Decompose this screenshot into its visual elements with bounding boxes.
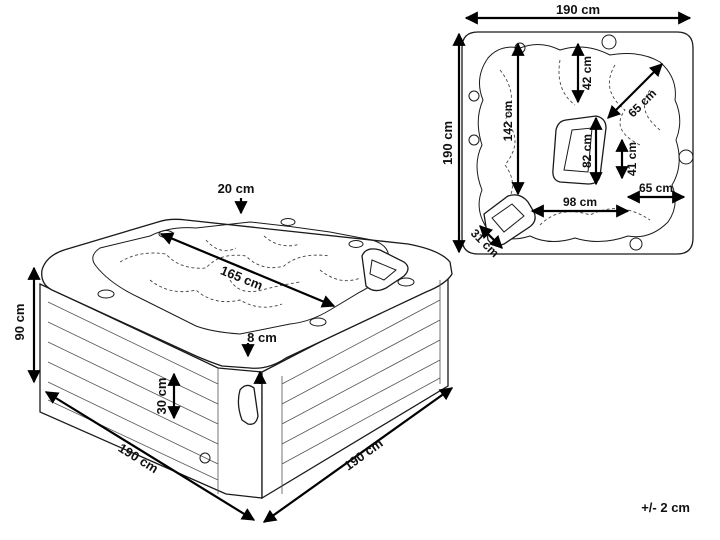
iso-cupholder-3	[280, 218, 296, 226]
top-view: 190 cm 190 cm 142 cm 42 cm 65 cm 82 cm 4…	[440, 2, 694, 260]
iso-pillow	[361, 248, 409, 292]
iso-corner-control	[237, 384, 259, 425]
top-view-cupholder-5	[468, 134, 480, 146]
label-top-diag: 142 cm	[501, 101, 515, 142]
label-top-step-w: 65 cm	[639, 181, 673, 195]
label-iso-height: 90 cm	[12, 304, 27, 341]
label-top-step-h: 41 cm	[625, 142, 639, 176]
label-top-seat: 42 cm	[580, 56, 594, 90]
tolerance-note: +/- 2 cm	[641, 500, 690, 515]
top-view-basin	[476, 44, 681, 242]
iso-cupholder-5	[348, 240, 364, 248]
iso-cupholder-6	[397, 277, 415, 287]
label-iso-rim: 8 cm	[247, 330, 277, 345]
label-iso-inner: 30 cm	[154, 378, 169, 415]
top-view-cupholder-1	[601, 34, 617, 50]
dim-iso-length-arrow	[159, 232, 336, 308]
dim-top-lounger-arrow	[479, 225, 503, 249]
iso-cupholder-1	[97, 289, 115, 299]
dim-iso-front-arrow	[44, 391, 256, 521]
top-view-cupholder-4	[468, 90, 480, 102]
label-top-depth: 190 cm	[440, 121, 455, 165]
dim-top-corner-arrow	[607, 63, 663, 119]
top-view-cupholder-3	[629, 237, 643, 251]
top-view-cupholder-2	[678, 149, 694, 165]
label-top-width: 190 cm	[556, 2, 600, 17]
dim-iso-side-arrow	[262, 387, 454, 523]
top-view-footwell-inner	[563, 127, 593, 173]
label-iso-seat-depth: 20 cm	[218, 181, 255, 196]
iso-cupholder-4	[309, 317, 327, 327]
iso-view: 20 cm 165 cm 8 cm 90 cm 30 cm 190 cm 190…	[12, 181, 454, 523]
label-top-footwell: 82 cm	[580, 134, 594, 168]
label-top-bottom: 98 cm	[563, 195, 597, 209]
